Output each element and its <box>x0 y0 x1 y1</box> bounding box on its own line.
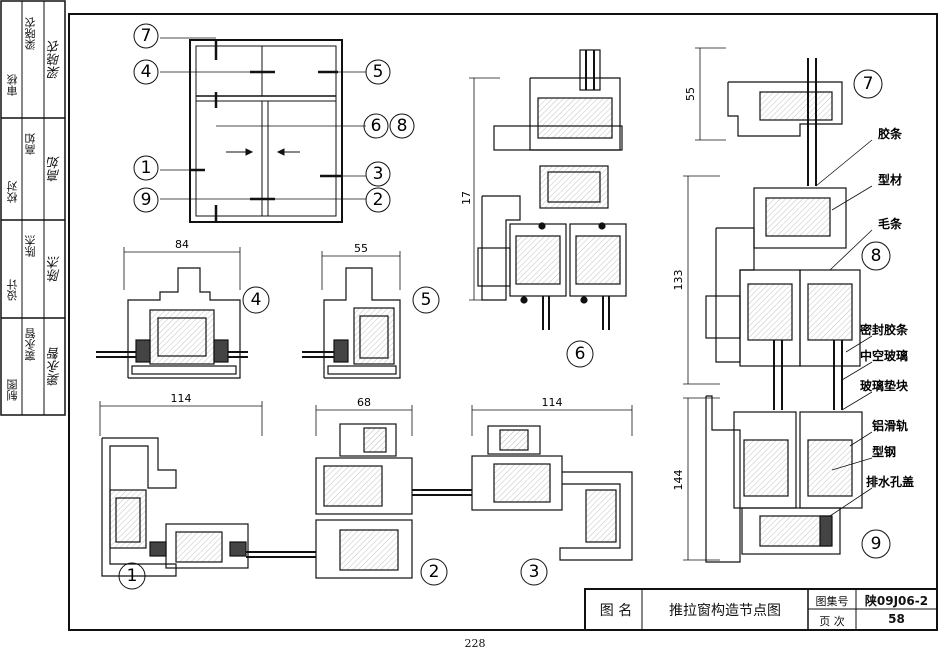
elev-tag-4: 4 <box>141 62 152 82</box>
callout-insulated-glass: 中空玻璃 <box>860 348 908 363</box>
sheet-page-number: 58 <box>888 612 905 626</box>
callout-sealing-gasket: 密封胶条 <box>860 322 909 337</box>
section-tag-7: 7 <box>863 74 874 94</box>
detail-3-profile <box>440 405 633 586</box>
callout-steel: 型钢 <box>872 444 896 459</box>
atlas-number: 陕09J06-2 <box>864 594 929 608</box>
section-tag-8: 8 <box>871 246 882 266</box>
drawing-title: 推拉窗构造节点图 <box>669 603 781 619</box>
sheet-border <box>68 13 938 631</box>
detail-3-tag: 3 <box>529 562 540 582</box>
main-section-profile <box>683 47 891 563</box>
detail-2-width: 68 <box>357 396 371 409</box>
window-elevation <box>133 23 415 223</box>
elev-tag-9: 9 <box>141 190 152 210</box>
detail-5-width: 55 <box>354 242 368 255</box>
detail-5-profile <box>302 251 440 379</box>
callout-aluminum-track: 铝滑轨 <box>872 418 908 433</box>
page-label: 页 次 <box>819 615 845 628</box>
detail-1-profile <box>99 401 292 590</box>
elev-tag-8: 8 <box>397 116 408 136</box>
detail-1-tag: 1 <box>127 566 138 586</box>
section-dim-mid: 133 <box>672 270 685 291</box>
elev-tag-7: 7 <box>141 26 152 46</box>
detail-4-width: 84 <box>175 238 189 251</box>
detail-4-profile <box>96 247 270 379</box>
section-dim-bottom: 144 <box>672 470 685 491</box>
title-block <box>584 588 938 631</box>
detail-6-tag: 6 <box>575 344 586 364</box>
signoff-strip: 审核 梁晓农 梁晓农 校对 高如 高如 设计 陈杰 陈杰 制图 窦永智 窦永智 <box>0 0 66 416</box>
detail-4-tag: 4 <box>251 290 262 310</box>
book-page-number: 228 <box>464 637 486 650</box>
atlas-label: 图集号 <box>815 595 849 608</box>
callout-glass-block: 玻璃垫块 <box>860 378 909 393</box>
callout-drain-cover: 排水孔盖 <box>866 474 914 489</box>
callout-gasket: 胶条 <box>878 126 903 141</box>
elev-tag-5: 5 <box>373 62 384 82</box>
detail-2-profile <box>290 405 448 586</box>
section-tag-9: 9 <box>871 534 882 554</box>
elev-tag-2: 2 <box>373 190 384 210</box>
detail-1-width: 114 <box>171 392 192 405</box>
callout-profile: 型材 <box>878 172 902 187</box>
elev-tag-1: 1 <box>141 158 152 178</box>
section-dim-top: 55 <box>684 87 697 101</box>
detail-6-profile <box>469 49 627 368</box>
title-label: 图 名 <box>599 603 633 619</box>
elev-tag-6: 6 <box>371 116 382 136</box>
elevation-tag-labels: 7 4 5 6 8 1 3 9 2 <box>141 26 408 210</box>
detail-5-tag: 5 <box>421 290 432 310</box>
detail-3-width: 114 <box>542 396 563 409</box>
material-callouts: 胶条 型材 毛条 密封胶条 中空玻璃 玻璃垫块 铝滑轨 型钢 排水孔盖 <box>860 126 914 489</box>
detail-2-tag: 2 <box>429 562 440 582</box>
elev-tag-3: 3 <box>373 164 384 184</box>
callout-brush-strip: 毛条 <box>878 216 903 231</box>
detail-6-height: 17 <box>460 191 473 205</box>
